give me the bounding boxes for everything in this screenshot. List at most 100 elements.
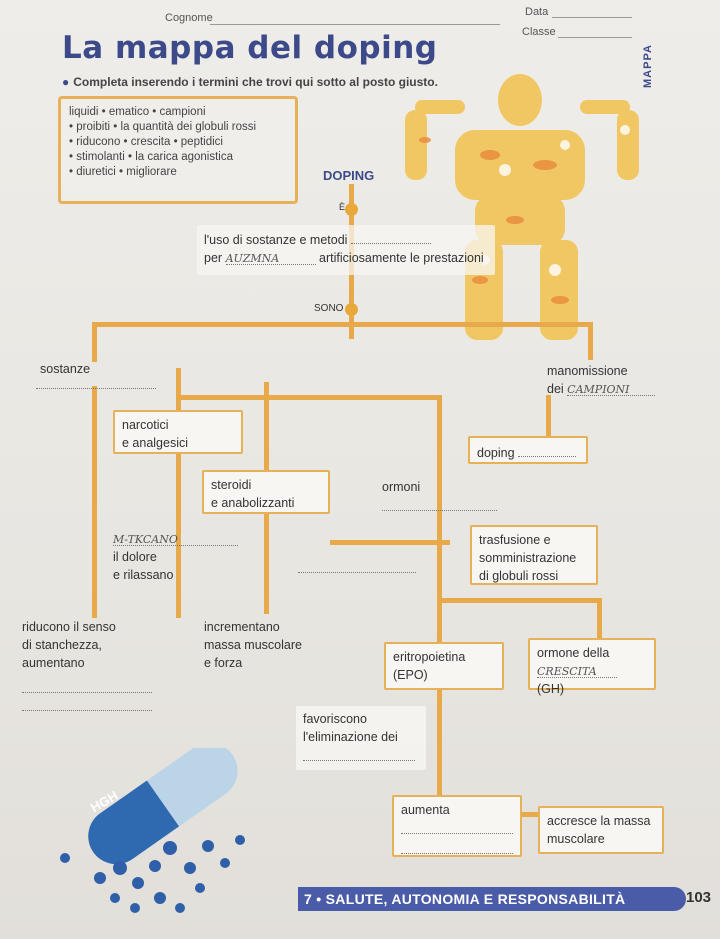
epo-line: eritropoietina bbox=[393, 650, 466, 664]
riducono-area: riducono il senso di stanchezza, aumenta… bbox=[22, 618, 116, 672]
connector bbox=[588, 322, 593, 360]
connector bbox=[437, 598, 602, 603]
favoriscono-blank[interactable] bbox=[303, 746, 415, 761]
connector bbox=[330, 540, 450, 545]
definition-blank[interactable] bbox=[350, 229, 431, 244]
connector bbox=[437, 598, 442, 640]
ormoni-blank[interactable] bbox=[382, 496, 497, 511]
epo-box: eritropoietina (EPO) bbox=[384, 642, 504, 690]
connector bbox=[92, 322, 97, 362]
accresce-line: muscolare bbox=[547, 832, 605, 846]
riducono-blank[interactable] bbox=[22, 696, 152, 711]
instruction-text: Completa inserendo i termini che trovi q… bbox=[73, 75, 438, 89]
word-bank-line: • stimolanti • la carica agonistica bbox=[69, 151, 234, 163]
word-bank-line: liquidi • ematico • campioni bbox=[69, 106, 206, 118]
e-label: È bbox=[339, 202, 346, 212]
accresce-line: accresce la massa bbox=[547, 814, 651, 828]
connector bbox=[437, 690, 442, 805]
favoriscono-line: favoriscono bbox=[303, 712, 367, 726]
definition-per: per bbox=[204, 251, 223, 265]
definition-line2: artificiosamente le prestazioni bbox=[319, 251, 484, 265]
trasfusione-line: trasfusione e bbox=[479, 533, 551, 547]
narcotici-box: narcotici e analgesici bbox=[113, 410, 243, 454]
classe-line bbox=[558, 37, 632, 38]
aumenta-box: aumenta bbox=[392, 795, 522, 857]
capsule-illustration bbox=[60, 748, 245, 913]
narcotici-line: e analgesici bbox=[122, 436, 189, 450]
sostanze-label: sostanze bbox=[40, 362, 91, 376]
doping-label: DOPING bbox=[323, 168, 375, 183]
doping-type-blank[interactable] bbox=[518, 442, 577, 457]
data-line bbox=[552, 17, 632, 18]
gh-label: (GH) bbox=[537, 682, 565, 696]
connector bbox=[92, 322, 592, 327]
incrementano-area: incrementano massa muscolare e forza bbox=[204, 618, 302, 672]
page-title: La mappa del doping bbox=[62, 30, 438, 66]
gh-blank[interactable]: CRESCITA bbox=[537, 663, 617, 678]
ormoni-label: ormoni bbox=[382, 480, 421, 494]
connector bbox=[437, 465, 442, 485]
narcotici-line: narcotici bbox=[122, 418, 169, 432]
ormone-della-label: ormone della bbox=[537, 646, 610, 660]
trasfusione-line: di globuli rossi bbox=[479, 569, 559, 583]
manomissione-box: manomissione dei CAMPIONI bbox=[540, 358, 665, 404]
definition-box: l'uso di sostanze e metodi per AUZMNA ar… bbox=[197, 225, 495, 275]
classe-label: Classe bbox=[522, 26, 556, 38]
definition-blank[interactable]: AUZMNA bbox=[225, 250, 316, 265]
word-bank-line: • diuretici • migliorare bbox=[69, 166, 177, 178]
accresce-box: accresce la massa muscolare bbox=[538, 806, 664, 854]
gh-box: ormone della CRESCITA (GH) bbox=[528, 638, 656, 696]
aumenta-blank[interactable] bbox=[401, 819, 513, 834]
node-marker bbox=[345, 203, 358, 216]
riducono-blank[interactable] bbox=[22, 678, 152, 693]
trasfusione-box: trasfusione e somministrazione di globul… bbox=[470, 525, 598, 585]
bullet-icon: ● bbox=[62, 75, 70, 89]
definition-line1: l'uso di sostanze e metodi bbox=[204, 233, 348, 247]
sostanze-blank[interactable] bbox=[36, 374, 156, 389]
doping-type-label: doping bbox=[477, 446, 515, 460]
riducono-line: di stanchezza, bbox=[22, 638, 102, 652]
steroidi-line: e anabolizzanti bbox=[211, 496, 295, 510]
connector bbox=[176, 395, 442, 400]
middle-blank[interactable] bbox=[298, 558, 416, 573]
sono-label: SONO bbox=[314, 303, 344, 314]
dolore-line: il dolore bbox=[113, 550, 157, 564]
doping-type-box: doping bbox=[468, 436, 588, 464]
word-bank-line: • riducono • crescita • peptidici bbox=[69, 136, 223, 148]
calmano-blank[interactable]: M-TKCANO bbox=[113, 531, 238, 546]
steroidi-box: steroidi e anabolizzanti bbox=[202, 470, 330, 514]
calmano-area: M-TKCANO il dolore e rilassano bbox=[113, 530, 238, 584]
aumenta-blank[interactable] bbox=[401, 839, 513, 854]
cognome-line bbox=[210, 24, 500, 25]
aumenta-label: aumenta bbox=[401, 803, 450, 817]
ormoni-area: ormoni bbox=[382, 478, 497, 516]
connector bbox=[176, 368, 181, 618]
connector bbox=[437, 395, 442, 695]
epo-line: (EPO) bbox=[393, 668, 428, 682]
favoriscono-line: l'eliminazione dei bbox=[303, 730, 398, 744]
page-number: 103 bbox=[686, 889, 712, 906]
riducono-line: aumentano bbox=[22, 656, 85, 670]
connector bbox=[597, 598, 602, 640]
incrementano-line: e forza bbox=[204, 656, 243, 670]
manomissione-label: manomissione bbox=[547, 364, 628, 378]
data-label: Data bbox=[525, 6, 549, 18]
favoriscono-box: favoriscono l'eliminazione dei bbox=[296, 706, 426, 770]
pill-body-illustration bbox=[405, 74, 639, 340]
dei-blank[interactable]: CAMPIONI bbox=[567, 381, 656, 396]
word-bank: liquidi • ematico • campioni • proibiti … bbox=[58, 96, 298, 204]
incrementano-line: massa muscolare bbox=[204, 638, 302, 652]
connector bbox=[522, 812, 540, 817]
riducono-line: riducono il senso bbox=[22, 620, 116, 634]
steroidi-line: steroidi bbox=[211, 478, 252, 492]
dolore-line: e rilassano bbox=[113, 568, 174, 582]
incrementano-line: incrementano bbox=[204, 620, 280, 634]
node-marker bbox=[345, 303, 358, 316]
connector bbox=[92, 386, 97, 618]
word-bank-line: • proibiti • la quantità dei globuli ros… bbox=[69, 121, 257, 133]
instruction: ●Completa inserendo i termini che trovi … bbox=[62, 75, 438, 89]
chapter-footer: 7 • SALUTE, AUTONOMIA E RESPONSABILITÀ bbox=[298, 887, 686, 911]
cognome-label: Cognome bbox=[165, 12, 213, 24]
trasfusione-line: somministrazione bbox=[479, 551, 577, 565]
